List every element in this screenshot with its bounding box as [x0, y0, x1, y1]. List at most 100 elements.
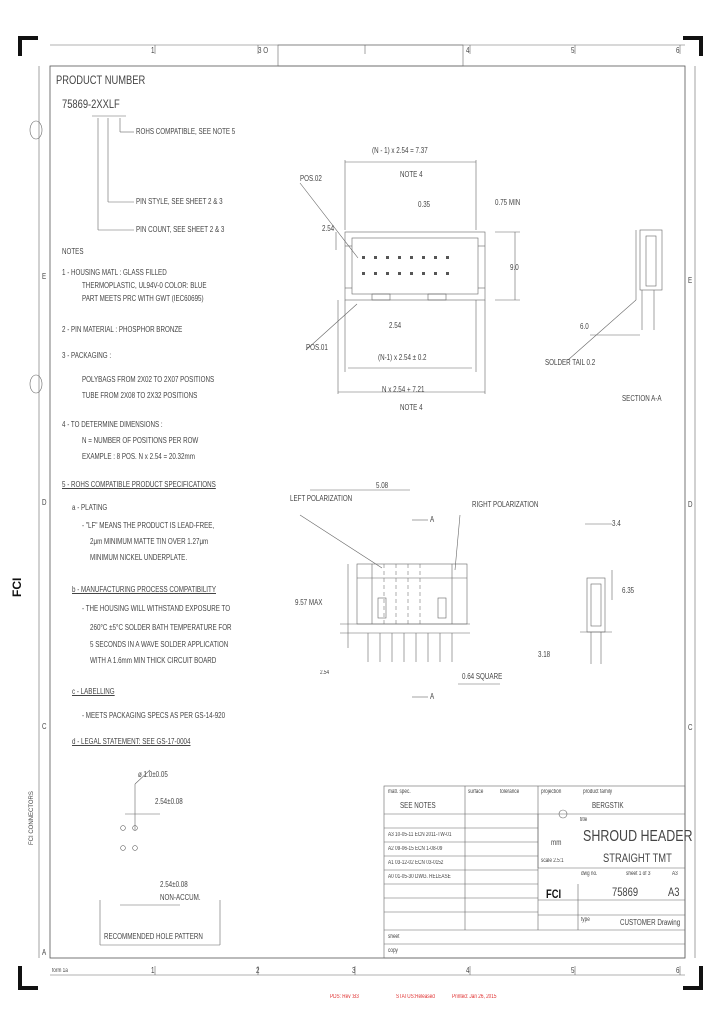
fci-logo-title-block: FCI	[546, 887, 562, 901]
callout-rohs: ROHS COMPATIBLE, SEE NOTE 5	[136, 127, 236, 136]
tb-rev: A3	[668, 885, 680, 899]
note-5b-4: WITH A 1.6mm MIN THICK CIRCUIT BOARD	[90, 656, 217, 665]
dim-635: 6.35	[622, 586, 635, 595]
col-label-bottom-1: 1	[151, 966, 155, 975]
tb-dwg-no-label: dwg no.	[581, 871, 598, 877]
corner-top-right-v	[699, 36, 703, 56]
dim-34: 3.4	[612, 519, 621, 528]
dim-075-min: 0.75 MIN	[495, 198, 521, 207]
col-label-bottom-3: 3	[352, 966, 356, 975]
row-label-left-d: D	[42, 498, 47, 507]
note-5c-1: - MEETS PACKAGING SPECS AS PER GS-14-920	[82, 711, 226, 720]
note-4b: N = NUMBER OF POSITIONS PER ROW	[82, 436, 199, 445]
dim-508: 5.08	[376, 481, 389, 490]
tb-units: mm	[551, 838, 562, 847]
tb-projection-label: projection	[541, 789, 562, 795]
section-marker-a-top: A	[430, 515, 435, 524]
label-pos02: POS.02	[300, 174, 322, 183]
note-ref-bottom: NOTE 4	[400, 403, 423, 412]
dim-top-width: (N - 1) x 2.54 = 7.37	[372, 146, 428, 155]
note-1b: THERMOPLASTIC, UL94V-0 COLOR: BLUE	[82, 281, 207, 290]
tb-title-line2: STRAIGHT TMT	[603, 851, 672, 865]
note-5: 5 - ROHS COMPATIBLE PRODUCT SPECIFICATIO…	[62, 480, 216, 489]
callout-pin-count: PIN COUNT, SEE SHEET 2 & 3	[136, 225, 225, 234]
tb-scale: scale 2.5:1	[541, 858, 564, 864]
note-5b-1: - THE HOUSING WILL WITHSTAND EXPOSURE TO	[82, 604, 231, 613]
tb-footer-sheet: sheet	[388, 934, 400, 940]
note-3b: POLYBAGS FROM 2X02 TO 2X07 POSITIONS	[82, 375, 215, 384]
corner-form-note: form 1a	[52, 968, 68, 974]
section-marker-a-bottom: A	[430, 692, 435, 701]
note-1a: 1 - HOUSING MATL : GLASS FILLED	[62, 268, 167, 277]
note-3a: 3 - PACKAGING :	[62, 351, 112, 360]
tb-dwg-no: 75869	[612, 885, 639, 899]
dim-90: 9.0	[510, 263, 519, 272]
tb-title-line1: SHROUD HEADER	[583, 828, 693, 845]
row-label-right-c: C	[688, 723, 693, 732]
row-label-left-e: E	[42, 272, 47, 281]
status-released: STATUS:Released	[396, 994, 435, 1000]
dim-60: 6.0	[580, 322, 589, 331]
dim-n1-tol: (N-1) x 2.54 ± 0.2	[378, 353, 427, 362]
callout-pin-style: PIN STYLE, SEE SHEET 2 & 3	[136, 197, 223, 206]
corner-top-right-h	[683, 36, 703, 40]
label-pos01: POS.01	[306, 343, 328, 352]
section-label: SECTION A-A	[622, 394, 662, 403]
left-polarization: LEFT POLARIZATION	[290, 494, 353, 503]
tb-sheet-info: sheet 1 of 3	[626, 871, 651, 877]
right-polarization: RIGHT POLARIZATION	[472, 500, 539, 509]
note-5b-3: 5 SECONDS IN A WAVE SOLDER APPLICATION	[90, 640, 229, 649]
dim-318: 3.18	[538, 650, 551, 659]
tb-rev-row-1: A3 10-05-11 ECN 2011-TW-01	[388, 832, 452, 838]
col-label-top-5: 5	[571, 46, 575, 55]
col-label-bottom-4: 4	[466, 966, 470, 975]
company-vertical-text: FCI CONNECTORS	[29, 791, 35, 845]
note-5a-3: MINIMUM NICKEL UNDERPLATE.	[90, 553, 188, 562]
note-5b-2: 260°C ±5°C SOLDER BATH TEMPERATURE FOR	[90, 623, 232, 632]
product-number: 75869-2XXLF	[62, 97, 120, 111]
tb-surface-label: surface	[468, 789, 484, 795]
col-label-top-tab: 3 O	[258, 46, 269, 55]
col-label-bottom-6: 6	[676, 966, 680, 975]
col-label-bottom-5: 5	[571, 966, 575, 975]
notes-heading: NOTES	[62, 247, 84, 256]
note-5b-title: b - MANUFACTURING PROCESS COMPATIBILITY	[72, 585, 217, 594]
tb-rev-row-2: A2 09-06-15 ECN 1-08-09	[388, 846, 443, 852]
status-printed: Printed: Jan 26, 2015	[452, 994, 497, 1000]
note-5a-1: - "LF" MEANS THE PRODUCT IS LEAD-FREE,	[82, 521, 215, 530]
note-5a-2: 2μm MINIMUM MATTE TIN OVER 1.27μm	[90, 537, 209, 546]
tb-product-family-value: BERGSTIK	[592, 801, 624, 810]
corner-bottom-left-h	[18, 986, 38, 990]
corner-top-left-v	[18, 36, 22, 56]
status-pdm: PDS: Rev :B3	[330, 994, 359, 1000]
company-vertical-wrap: FCI CONNECTORS	[29, 765, 39, 845]
note-4a: 4 - TO DETERMINE DIMENSIONS :	[62, 420, 163, 429]
hole-dim-bottom-a: 2.54±0.08	[160, 880, 188, 889]
row-label-left-c: C	[42, 722, 47, 731]
solder-tail: SOLDER TAIL 0.2	[545, 358, 596, 367]
dim-957-max: 9.57 MAX	[295, 598, 323, 607]
product-number-heading: PRODUCT NUMBER	[56, 73, 146, 87]
dim-035: 0.35	[418, 200, 431, 209]
fci-margin-text: FCI	[10, 577, 24, 597]
tb-matl-spec-value: SEE NOTES	[400, 801, 436, 810]
note-5d: d - LEGAL STATEMENT: SEE GS-17-0004	[72, 737, 191, 746]
hole-dim-top: 2.54±0.08	[155, 797, 183, 806]
tb-matl-spec-label: matl. spec.	[388, 789, 411, 795]
hole-diameter: ø 1.0±0.05	[138, 770, 168, 779]
col-label-top-6: 6	[676, 46, 680, 55]
dim-n-total: N x 2.54 + 7.21	[382, 385, 425, 394]
tb-rev-row-3: A1 03-12-02 ECN 03-0152	[388, 860, 444, 866]
tb-footer-copy: copy	[388, 948, 398, 954]
corner-bottom-left-v	[18, 966, 22, 990]
fci-logo-margin: FCI	[7, 573, 57, 597]
tb-title-label: title	[580, 817, 588, 823]
row-label-right-d: D	[688, 500, 693, 509]
dim-254-bottom: 2.54	[389, 321, 402, 330]
note-2: 2 - PIN MATERIAL : PHOSPHOR BRONZE	[62, 325, 183, 334]
corner-bottom-right-v	[699, 966, 703, 990]
dim-064-square: 0.64 SQUARE	[462, 672, 503, 681]
dim-254-side: 2.54	[322, 224, 335, 233]
tb-sheet-size: A3	[672, 871, 678, 877]
